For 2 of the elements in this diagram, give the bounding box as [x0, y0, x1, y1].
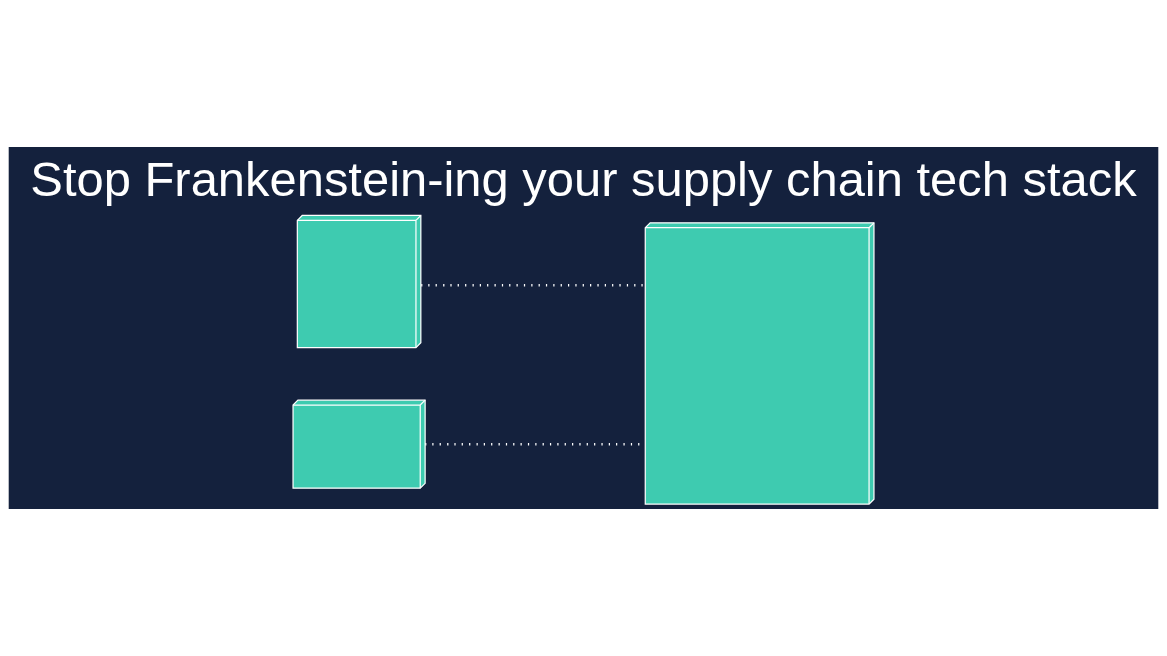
diagram-title: Stop Frankenstein-ing your supply chain tech stack [30, 151, 1137, 206]
connector [421, 283, 646, 287]
